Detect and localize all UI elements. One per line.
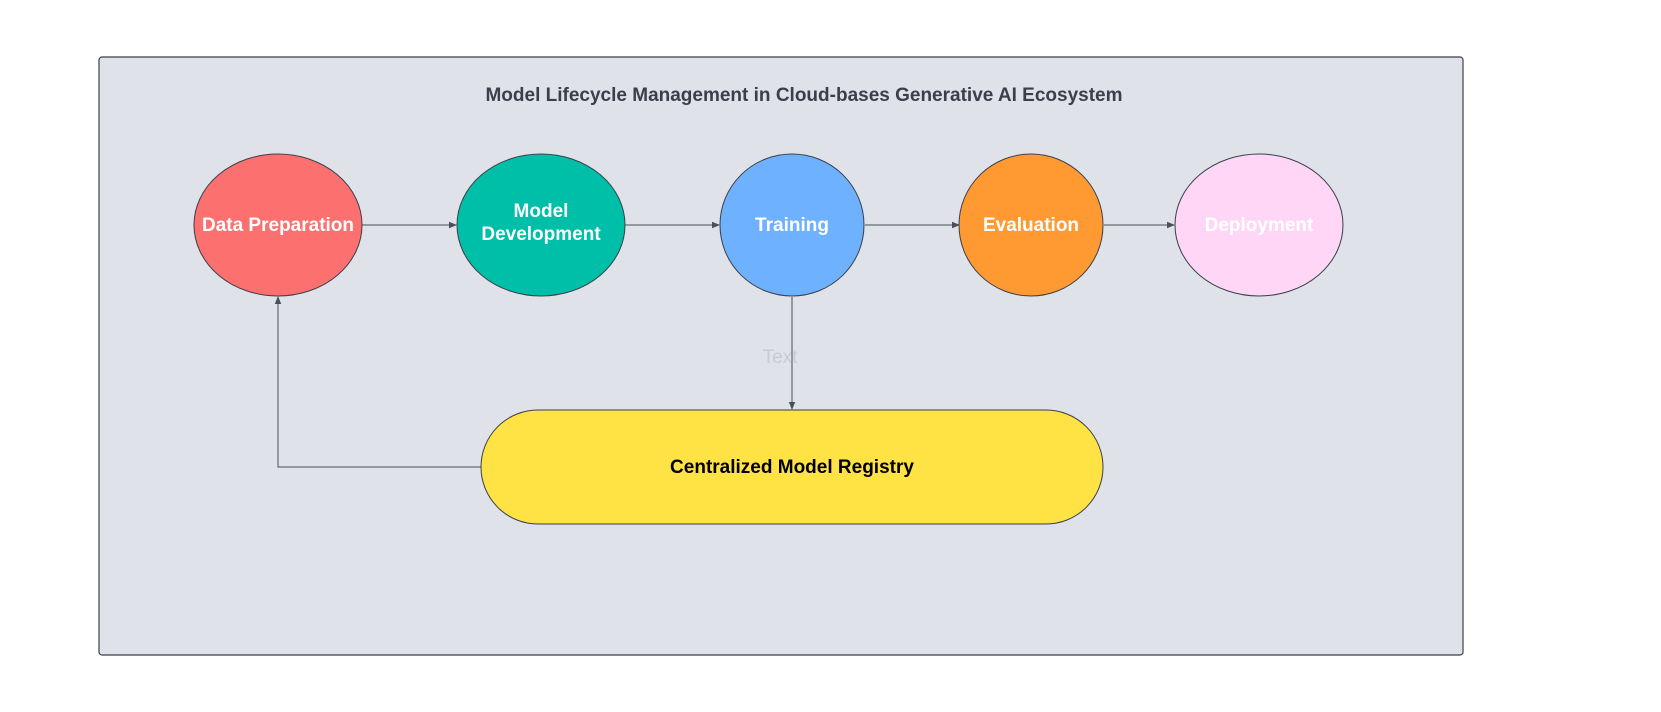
node-data-preparation-shape: [193, 153, 363, 297]
node-evaluation-shape: [958, 153, 1104, 297]
node-deployment-shape: [1174, 153, 1344, 297]
node-centralized-model-registry-label: Centralized Model Registry: [670, 457, 914, 478]
node-model-development-label-line1: Model: [514, 201, 569, 222]
node-deployment[interactable]: Deployment: [1174, 153, 1344, 297]
node-training-shape: [719, 153, 865, 297]
diagram-container: [98, 56, 1464, 656]
node-model-development-label-line2: Development: [481, 224, 601, 245]
node-evaluation[interactable]: Evaluation: [958, 153, 1104, 297]
node-centralized-model-registry[interactable]: Centralized Model Registry: [480, 409, 1104, 525]
node-training-label: Training: [755, 215, 829, 236]
node-centralized-model-registry-shape: [480, 409, 1104, 525]
node-evaluation-label: Evaluation: [983, 215, 1079, 236]
node-model-development[interactable]: Model Development: [456, 153, 626, 297]
edge-registry-to-data-preparation: [274, 296, 481, 468]
edge-label-training-to-registry: Text: [763, 347, 799, 368]
diagram-title: Model Lifecycle Management in Cloud-base…: [485, 85, 1122, 106]
node-deployment-label: Deployment: [1205, 215, 1314, 236]
node-training[interactable]: Training: [719, 153, 865, 297]
node-model-development-shape: [456, 153, 626, 297]
node-data-preparation-label: Data Preparation: [202, 215, 354, 236]
node-data-preparation[interactable]: Data Preparation: [193, 153, 363, 297]
